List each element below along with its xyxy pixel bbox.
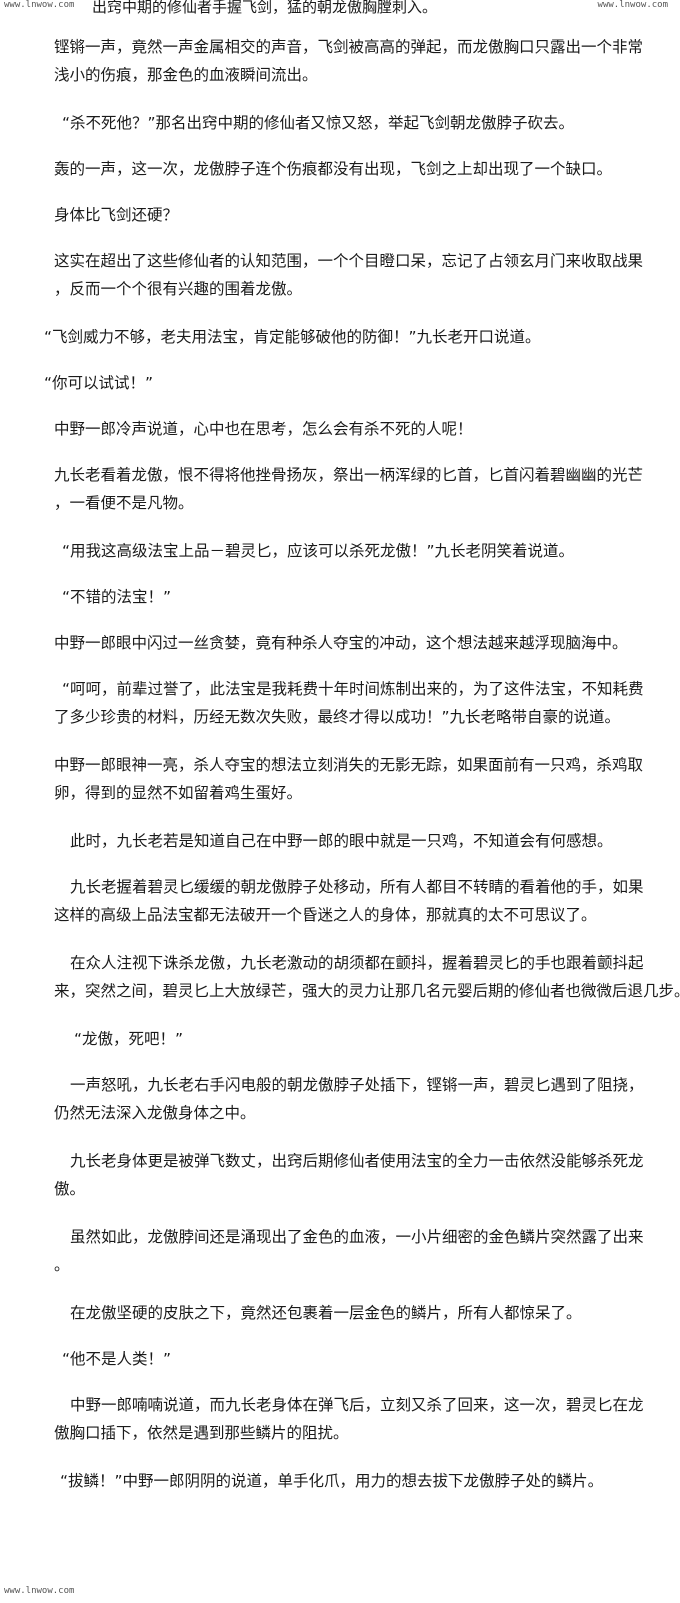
paragraph-line: “呵呵，前辈过誉了，此法宝是我耗费十年时间炼制出来的，为了这件法宝，不知耗费 — [62, 680, 644, 698]
page-header: www.lnwow.com 出窍中期的修仙者手握飞剑，猛的朝龙傲胸膛刺入。 ww… — [0, 0, 680, 16]
paragraph-line: 中野一郎冷声说道，心中也在思考，怎么会有杀不死的人呢！ — [54, 420, 473, 438]
site-watermark-bottom: www.lnwow.com — [4, 1586, 75, 1596]
paragraph-line: 来，突然之间，碧灵匕上大放绿芒，强大的灵力让那几名元婴后期的修仙者也微微后退几步… — [54, 982, 680, 1000]
paragraph-line: 铿锵一声，竟然一声金属相交的声音，飞剑被高高的弹起，而龙傲胸口只露出一个非常 — [54, 38, 644, 56]
paragraph-line: 九长老握着碧灵匕缓缓的朝龙傲脖子处移动，所有人都目不转睛的看着他的手，如果 — [70, 878, 644, 896]
paragraph-line: 身体比飞剑还硬？ — [54, 206, 179, 224]
paragraph-line: 仍然无法深入龙傲身体之中。 — [54, 1104, 256, 1122]
paragraph-line: 虽然如此，龙傲脖间还是涌现出了金色的血液，一小片细密的金色鳞片突然露了出来 — [70, 1228, 644, 1246]
paragraph-line: 在众人注视下诛杀龙傲，九长老激动的胡须都在颤抖，握着碧灵匕的手也跟着颤抖起 — [70, 954, 644, 972]
paragraph-line: 轰的一声，这一次，龙傲脖子连个伤痕都没有出现，飞剑之上却出现了一个缺口。 — [54, 160, 613, 178]
paragraph-line: 中野一郎眼中闪过一丝贪婪，竟有种杀人夺宝的冲动，这个想法越来越浮现脑海中。 — [54, 634, 628, 652]
paragraph-line: “龙傲，死吧！” — [74, 1030, 184, 1048]
paragraph-line: “你可以试试！” — [44, 374, 154, 392]
paragraph-line: 九长老看着龙傲，恨不得将他挫骨扬灰，祭出一柄浑绿的匕首，匕首闪着碧幽幽的光芒 — [54, 466, 644, 484]
paragraph-line: 中野一郎喃喃说道，而九长老身体在弹飞后，立刻又杀了回来，这一次，碧灵匕在龙 — [70, 1396, 644, 1414]
site-watermark-top-right: www.lnwow.com — [597, 0, 668, 10]
paragraph-line: 一声怒吼，九长老右手闪电般的朝龙傲脖子处插下，铿锵一声，碧灵匕遇到了阻挠， — [70, 1076, 644, 1094]
paragraph-line: 在龙傲坚硬的皮肤之下，竟然还包裹着一层金色的鳞片，所有人都惊呆了。 — [70, 1304, 582, 1322]
paragraph-line: 了多少珍贵的材料，历经无数次失败，最终才得以成功！”九长老略带自豪的说道。 — [54, 708, 621, 726]
paragraph-line: ，反而一个个很有兴趣的围着龙傲。 — [54, 280, 303, 298]
paragraph-line: 中野一郎眼神一亮，杀人夺宝的想法立刻消失的无影无踪，如果面前有一只鸡，杀鸡取 — [54, 756, 644, 774]
paragraph-line: ，一看便不是凡物。 — [54, 494, 194, 512]
cut-off-text-line: 出窍中期的修仙者手握飞剑，猛的朝龙傲胸膛刺入。 — [92, 0, 438, 16]
paragraph-line: “不错的法宝！” — [62, 588, 172, 606]
paragraph-line: “拔鳞！”中野一郎阴阴的说道，单手化爪，用力的想去拔下龙傲脖子处的鳞片。 — [60, 1472, 604, 1490]
paragraph-line: “用我这高级法宝上品－碧灵匕，应该可以杀死龙傲！”九长老阴笑着说道。 — [62, 542, 575, 560]
paragraph-line: 这实在超出了这些修仙者的认知范围，一个个目瞪口呆，忘记了占领玄月门来收取战果 — [54, 252, 644, 270]
paragraph-line: “飞剑威力不够，老夫用法宝，肯定能够破他的防御！”九长老开口说道。 — [44, 328, 541, 346]
paragraph-line: 卵，得到的显然不如留着鸡生蛋好。 — [54, 784, 303, 802]
paragraph-line: 傲。 — [54, 1180, 86, 1198]
paragraph-line: 浅小的伤痕，那金色的血液瞬间流出。 — [54, 66, 318, 84]
paragraph-line: 。 — [54, 1256, 70, 1274]
site-watermark-top-left: www.lnwow.com — [4, 0, 75, 10]
paragraph-line: 九长老身体更是被弹飞数丈，出窍后期修仙者使用法宝的全力一击依然没能够杀死龙 — [70, 1152, 644, 1170]
paragraph-line: 傲胸口插下，依然是遇到那些鳞片的阻扰。 — [54, 1424, 349, 1442]
paragraph-line: 这样的高级上品法宝都无法破开一个昏迷之人的身体，那就真的太不可思议了。 — [54, 906, 597, 924]
paragraph-line: “他不是人类！” — [62, 1350, 172, 1368]
paragraph-line: 此时，九长老若是知道自己在中野一郎的眼中就是一只鸡，不知道会有何感想。 — [70, 832, 613, 850]
paragraph-line: “杀不死他？”那名出窍中期的修仙者又惊又怒，举起飞剑朝龙傲脖子砍去。 — [62, 114, 575, 132]
